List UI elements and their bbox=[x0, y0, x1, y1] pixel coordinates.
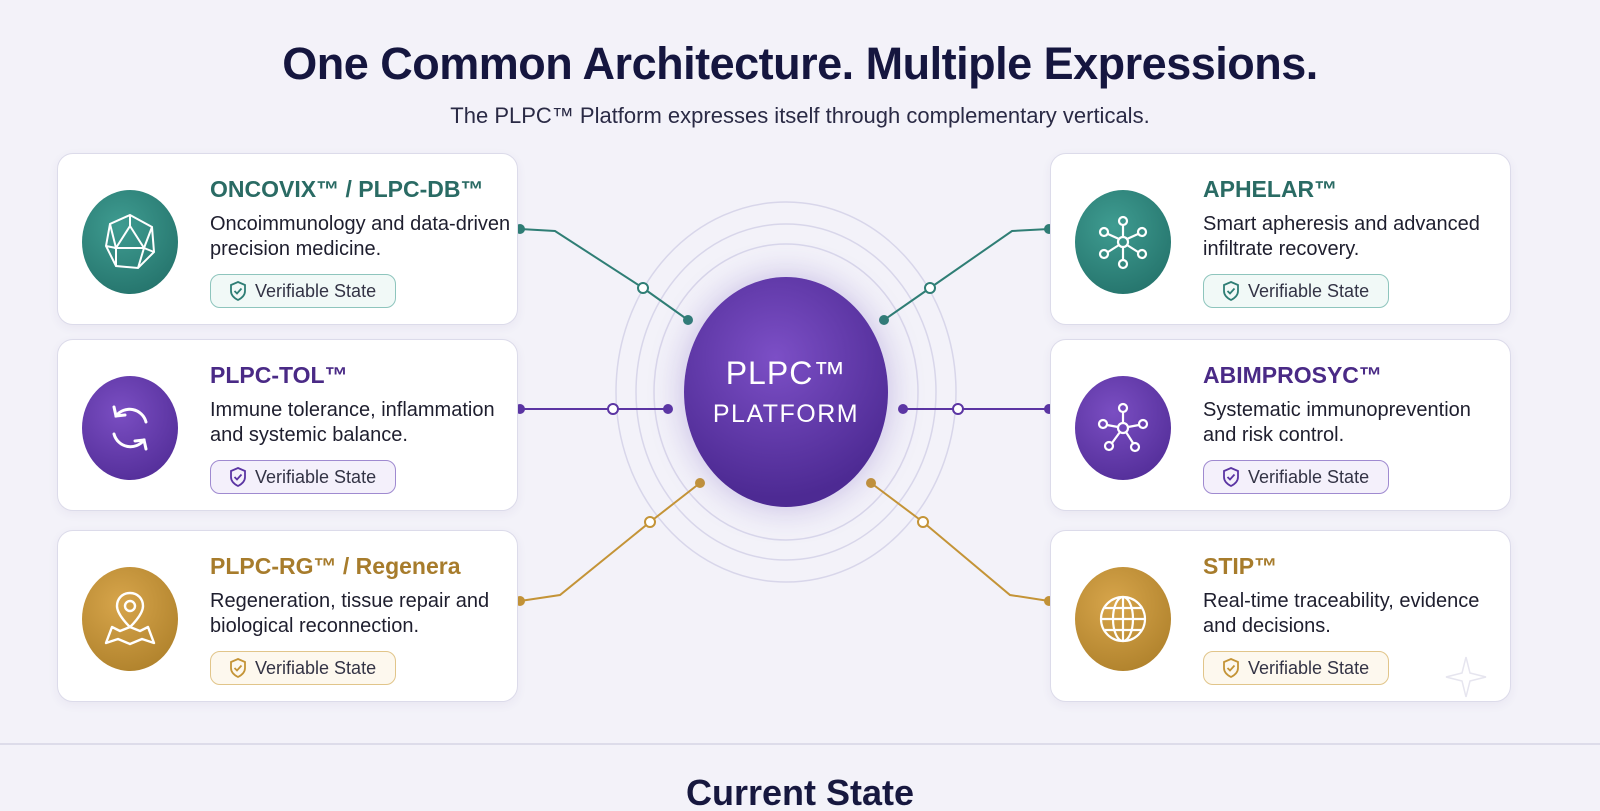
page-subtitle: The PLPC™ Platform expresses itself thro… bbox=[450, 103, 1150, 128]
card-description: Smart apheresis and advanced infiltrate … bbox=[1203, 213, 1480, 260]
badge-label: Verifiable State bbox=[1248, 280, 1370, 301]
card-abimprosyc[interactable]: ABIMPROSYC™ Systematic immunoprevention … bbox=[1050, 339, 1511, 511]
verifiable-state-badge[interactable]: Verifiable State bbox=[210, 274, 396, 308]
card-description: Real-time traceability, evidence and dec… bbox=[1203, 590, 1480, 637]
shield-check-icon bbox=[229, 467, 247, 487]
verifiable-state-badge[interactable]: Verifiable State bbox=[1203, 274, 1389, 308]
card-title: ONCOVIX™ / PLPC-DB™ bbox=[210, 176, 484, 202]
card-oncovix[interactable]: ONCOVIX™ / PLPC-DB™ Oncoimmunology and d… bbox=[57, 153, 518, 325]
verifiable-state-badge[interactable]: Verifiable State bbox=[1203, 651, 1389, 685]
card-title: PLPC-TOL™ bbox=[210, 362, 348, 388]
card-title: APHELAR™ bbox=[1203, 176, 1338, 202]
badge-label: Verifiable State bbox=[255, 280, 377, 301]
verifiable-state-badge[interactable]: Verifiable State bbox=[1203, 460, 1389, 494]
verifiable-state-badge[interactable]: Verifiable State bbox=[210, 460, 396, 494]
network-nodes-icon bbox=[1075, 190, 1171, 294]
card-title: ABIMPROSYC™ bbox=[1203, 362, 1382, 388]
hub-subtitle: PLATFORM bbox=[712, 400, 860, 428]
card-aphelar[interactable]: APHELAR™ Smart apheresis and advanced in… bbox=[1050, 153, 1511, 325]
card-title: PLPC-RG™ / Regenera bbox=[210, 553, 461, 579]
section-title: Current State bbox=[685, 772, 915, 811]
card-description: Immune tolerance, inflammation and syste… bbox=[210, 399, 495, 446]
badge-label: Verifiable State bbox=[1248, 466, 1370, 487]
shield-check-icon bbox=[229, 658, 247, 678]
badge-label: Verifiable State bbox=[1248, 657, 1370, 678]
sparkle-icon bbox=[1444, 655, 1488, 704]
shield-check-icon bbox=[1222, 281, 1240, 301]
shield-check-icon bbox=[1222, 467, 1240, 487]
shield-check-icon bbox=[1222, 658, 1240, 678]
refresh-cycle-icon bbox=[82, 376, 178, 480]
map-pin-icon bbox=[82, 567, 178, 671]
platform-hub[interactable]: PLPC™ PLATFORM bbox=[684, 277, 888, 507]
polyhedron-icon bbox=[82, 190, 178, 294]
card-description: Systematic immunoprevention and risk con… bbox=[1203, 399, 1471, 446]
verifiable-state-badge[interactable]: Verifiable State bbox=[210, 651, 396, 685]
card-plpc-rg[interactable]: PLPC-RG™ / Regenera Regeneration, tissue… bbox=[57, 530, 518, 702]
badge-label: Verifiable State bbox=[255, 466, 377, 487]
shield-check-icon bbox=[229, 281, 247, 301]
card-description: Regeneration, tissue repair and biologic… bbox=[210, 590, 490, 637]
page-title: One Common Architecture. Multiple Expres… bbox=[282, 38, 1318, 89]
molecule-icon bbox=[1075, 376, 1171, 480]
card-title: STIP™ bbox=[1203, 553, 1278, 579]
globe-icon bbox=[1075, 567, 1171, 671]
badge-label: Verifiable State bbox=[255, 657, 377, 678]
card-plpc-tol[interactable]: PLPC-TOL™ Immune tolerance, inflammation… bbox=[57, 339, 518, 511]
card-description: Oncoimmunology and data-driven precision… bbox=[210, 213, 511, 260]
hub-title: PLPC™ bbox=[725, 355, 847, 391]
section-divider bbox=[0, 743, 1600, 745]
card-stip[interactable]: STIP™ Real-time traceability, evidence a… bbox=[1050, 530, 1511, 702]
